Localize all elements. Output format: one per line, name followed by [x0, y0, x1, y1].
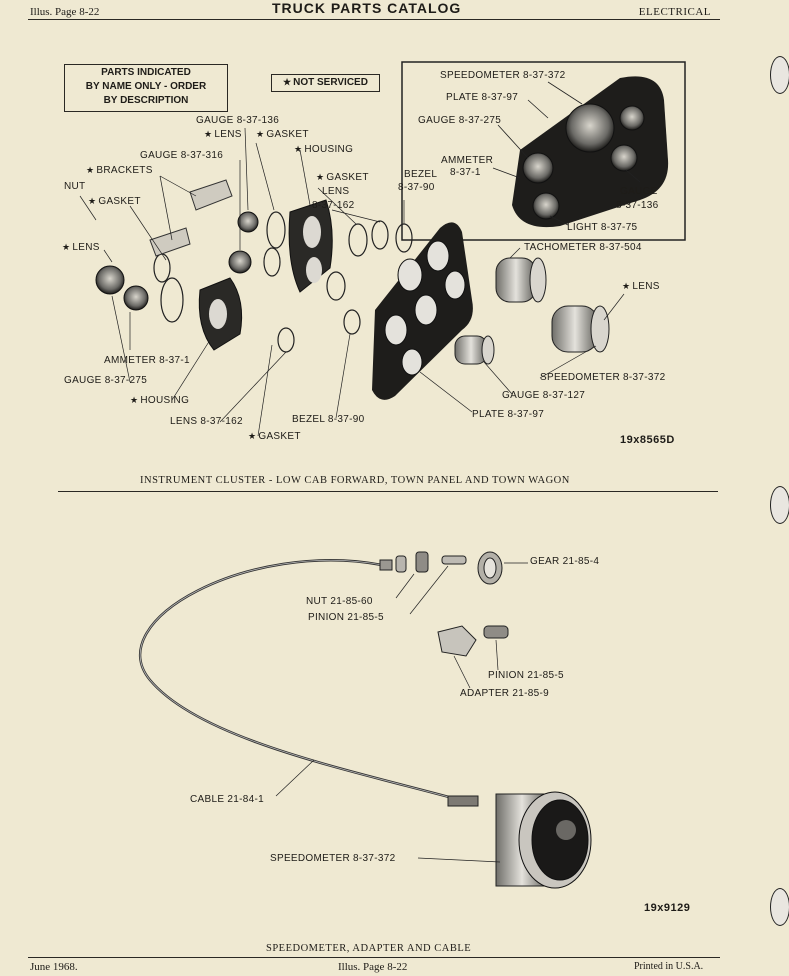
- label-pinion-2: PINION 21-85-5: [488, 670, 564, 681]
- label-bezel-bottom: BEZEL 8-37-90: [292, 414, 365, 425]
- note-line: BY DESCRIPTION: [103, 95, 189, 106]
- figure-caption: SPEEDOMETER, ADAPTER AND CABLE: [266, 943, 472, 954]
- label-gauge-127: GAUGE 8-37-127: [502, 390, 586, 401]
- label-housing-bottom: HOUSING: [130, 395, 189, 406]
- inset-gauge-dial: [532, 192, 560, 220]
- label-tachometer: TACHOMETER 8-37-504: [524, 242, 642, 253]
- label-housing-top: HOUSING: [294, 144, 353, 155]
- not-serviced-note: NOT SERVICED: [271, 74, 380, 92]
- label-gauge-136: GAUGE 8-37-136: [196, 115, 280, 126]
- label-ammeter-inset-number: 8-37-1: [450, 167, 481, 178]
- label-brackets: BRACKETS: [86, 165, 153, 176]
- label-lens-mid: LENS: [322, 186, 350, 197]
- illustration-code: 19x8565D: [620, 434, 675, 446]
- label-gasket-top: GASKET: [256, 129, 309, 140]
- label-light-inset: LIGHT 8-37-75: [567, 222, 638, 233]
- label-bezel-top-number: 8-37-90: [398, 182, 435, 193]
- page-reference: Illus. Page 8-22: [30, 6, 100, 18]
- label-gasket-bottom: GASKET: [248, 431, 301, 442]
- inset-ammeter-dial: [522, 152, 554, 184]
- illustration-code: 19x9129: [644, 902, 691, 914]
- print-date: June 1968.: [30, 961, 78, 973]
- binder-hole: [770, 56, 789, 94]
- page-reference-footer: Illus. Page 8-22: [338, 961, 408, 973]
- catalog-title: TRUCK PARTS CATALOG: [272, 0, 462, 16]
- star-icon: [283, 77, 293, 88]
- label-bezel-top: BEZEL: [404, 169, 438, 180]
- label-nut-21: NUT 21-85-60: [306, 596, 373, 607]
- note-line: PARTS INDICATED: [101, 67, 191, 78]
- parts-indicated-note: PARTS INDICATED BY NAME ONLY - ORDER BY …: [64, 64, 228, 112]
- label-gauge-inset-number: 8-37-136: [616, 200, 659, 211]
- note-line: BY NAME ONLY - ORDER: [85, 81, 207, 92]
- label-pinion-1: PINION 21-85-5: [308, 612, 384, 623]
- label-adapter: ADAPTER 21-85-9: [460, 688, 549, 699]
- inset-speedometer-dial: [565, 103, 615, 153]
- label-lens-left: LENS: [62, 242, 100, 253]
- label-gauge-275: GAUGE 8-37-275: [64, 375, 148, 386]
- label-speedometer-right: SPEEDOMETER 8-37-372: [540, 372, 666, 383]
- label-ammeter: AMMETER 8-37-1: [104, 355, 190, 366]
- header-rule: [28, 19, 720, 20]
- label-ammeter-inset: AMMETER: [441, 155, 494, 166]
- inset-gauge-dial: [610, 144, 638, 172]
- label-lens-top: LENS: [204, 129, 242, 140]
- label-cable: CABLE 21-84-1: [190, 794, 264, 805]
- label-gauge-316: GAUGE 8-37-316: [140, 150, 224, 161]
- inset-frame: [401, 61, 686, 241]
- label-lens-bottom: LENS 8-37-162: [170, 416, 243, 427]
- label-plate-bottom: PLATE 8-37-97: [472, 409, 545, 420]
- label-nut: NUT: [64, 181, 86, 192]
- note-text: NOT SERVICED: [293, 77, 368, 88]
- label-gasket-mid: GASKET: [316, 172, 369, 183]
- label-plate-inset: PLATE 8-37-97: [446, 92, 519, 103]
- binder-hole: [770, 888, 789, 926]
- label-gauge-inset: GAUGE: [620, 186, 658, 197]
- section-rule: [58, 491, 718, 492]
- label-speedometer-inset: SPEEDOMETER 8-37-372: [440, 70, 566, 81]
- section-name: ELECTRICAL: [638, 6, 711, 18]
- label-gear: GEAR 21-85-4: [530, 556, 600, 567]
- printed-in: Printed in U.S.A.: [634, 961, 704, 972]
- label-gauge-275-inset: GAUGE 8-37-275: [418, 115, 502, 126]
- label-lens-right: LENS: [622, 281, 660, 292]
- binder-hole: [770, 486, 789, 524]
- label-lens-mid-number: 8-37-162: [312, 200, 355, 211]
- inset-gauge-dial: [619, 105, 645, 131]
- figure-caption: INSTRUMENT CLUSTER - LOW CAB FORWARD, TO…: [140, 475, 570, 486]
- label-gasket-left: GASKET: [88, 196, 141, 207]
- label-speedometer: SPEEDOMETER 8-37-372: [270, 853, 396, 864]
- footer-rule: [28, 957, 720, 958]
